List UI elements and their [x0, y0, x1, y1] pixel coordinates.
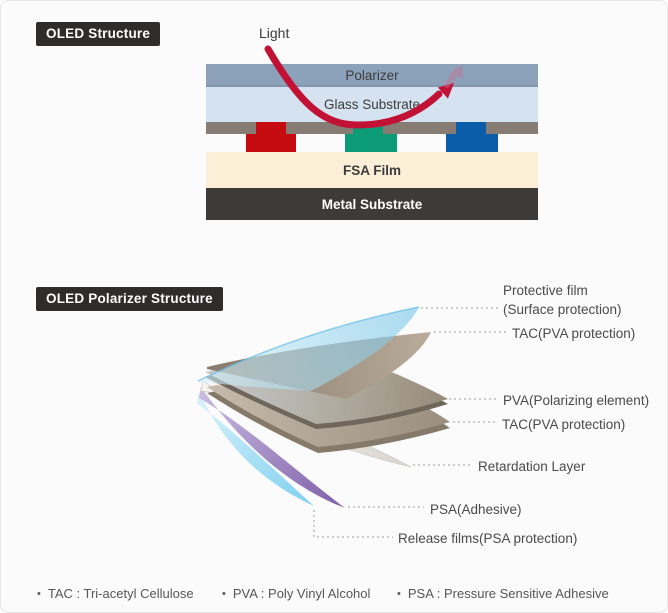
bullet-icon: • [397, 588, 401, 600]
green-subpixel-top [353, 122, 383, 134]
label-tac-bottom: TAC(PVA protection) [502, 417, 626, 432]
legend-item-tac-text: TAC : Tri-acetyl Cellulose [47, 586, 194, 601]
label-retardation-layer: Retardation Layer [478, 459, 586, 474]
release-film-sheet [197, 391, 314, 506]
red-subpixel-top [256, 122, 286, 134]
tac-bottom-sheet-edge [207, 374, 450, 453]
legend-item-tac: • TAC : Tri-acetyl Cellulose [37, 586, 194, 601]
protective-film-sheet [198, 307, 419, 391]
oled-structure-title: OLED Structure [36, 22, 161, 46]
blue-subpixel-base [446, 134, 498, 152]
bullet-icon: • [37, 588, 41, 600]
fsa-film-layer-label: FSA Film [342, 162, 401, 178]
polarizer-sheet-stack [197, 306, 450, 508]
label-release-films: Release films(PSA protection) [398, 531, 578, 546]
green-subpixel-base [345, 134, 397, 152]
glass-substrate-layer-label: Glass Substrate [323, 97, 421, 112]
label-psa: PSA(Adhesive) [430, 502, 522, 517]
tac-bottom-sheet [207, 368, 450, 447]
label-tac-top: TAC(PVA protection) [512, 326, 636, 341]
polarizer-layer-label: Polarizer [345, 68, 399, 83]
blue-subpixel-top [456, 122, 486, 134]
label-protective-film-line1: Protective film [503, 283, 588, 298]
label-protective-film: Protective film (Surface protection) [503, 281, 622, 319]
legend-item-psa: • PSA : Pressure Sensitive Adhesive [397, 586, 609, 601]
metal-substrate-layer-label: Metal Substrate [321, 196, 423, 212]
pva-sheet-edge [205, 358, 448, 429]
tac-top-sheet [207, 332, 431, 399]
oled-polarizer-structure-title: OLED Polarizer Structure [36, 287, 223, 311]
polarizer-layer: Polarizer [206, 64, 538, 87]
oled-layer-stack: Polarizer Glass Substrate FSA Film Metal… [206, 64, 538, 220]
pva-sheet [205, 353, 448, 424]
metal-substrate-layer: Metal Substrate [206, 188, 538, 220]
legend-item-psa-text: PSA : Pressure Sensitive Adhesive [407, 586, 609, 601]
red-subpixel-base [246, 134, 296, 152]
label-protective-film-line2: (Surface protection) [503, 302, 622, 317]
retardation-sheet [200, 380, 412, 468]
bullet-icon: • [222, 588, 226, 600]
sheet-gap-highlight [206, 379, 324, 419]
protective-film-edge [197, 306, 420, 382]
legend-item-pva: • PVA : Poly Vinyl Alcohol [222, 586, 370, 601]
label-pva: PVA(Polarizing element) [503, 393, 650, 408]
light-label: Light [259, 25, 290, 41]
fsa-film-layer: FSA Film [206, 152, 538, 188]
legend-item-pva-text: PVA : Poly Vinyl Alcohol [232, 586, 371, 601]
glass-substrate-layer: Glass Substrate [206, 87, 538, 122]
psa-sheet [199, 387, 345, 508]
leader-release-films [313, 510, 393, 538]
